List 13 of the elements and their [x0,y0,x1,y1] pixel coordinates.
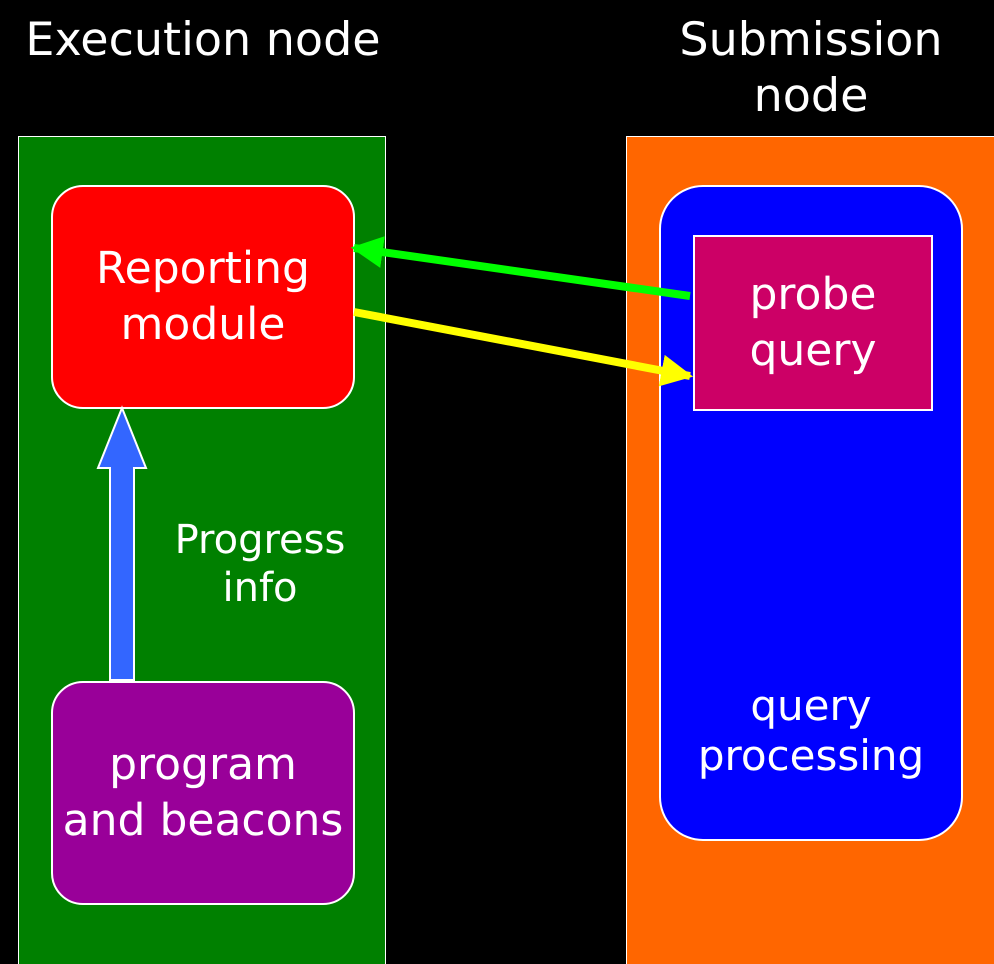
node-label: Reporting module [95,242,311,352]
node-label: query processing [696,681,926,781]
module-box [51,681,355,905]
node-label: program and beacons [62,738,344,848]
module-box [693,235,933,411]
node-heading: Execution node [24,11,382,67]
arrow [350,236,691,300]
edge-label: Progress info [174,516,346,612]
block-arrow [96,405,148,681]
processing-box [659,185,963,841]
node-heading: Submission node [678,11,944,123]
module-box [51,185,355,409]
node-label: probe query [748,268,878,378]
